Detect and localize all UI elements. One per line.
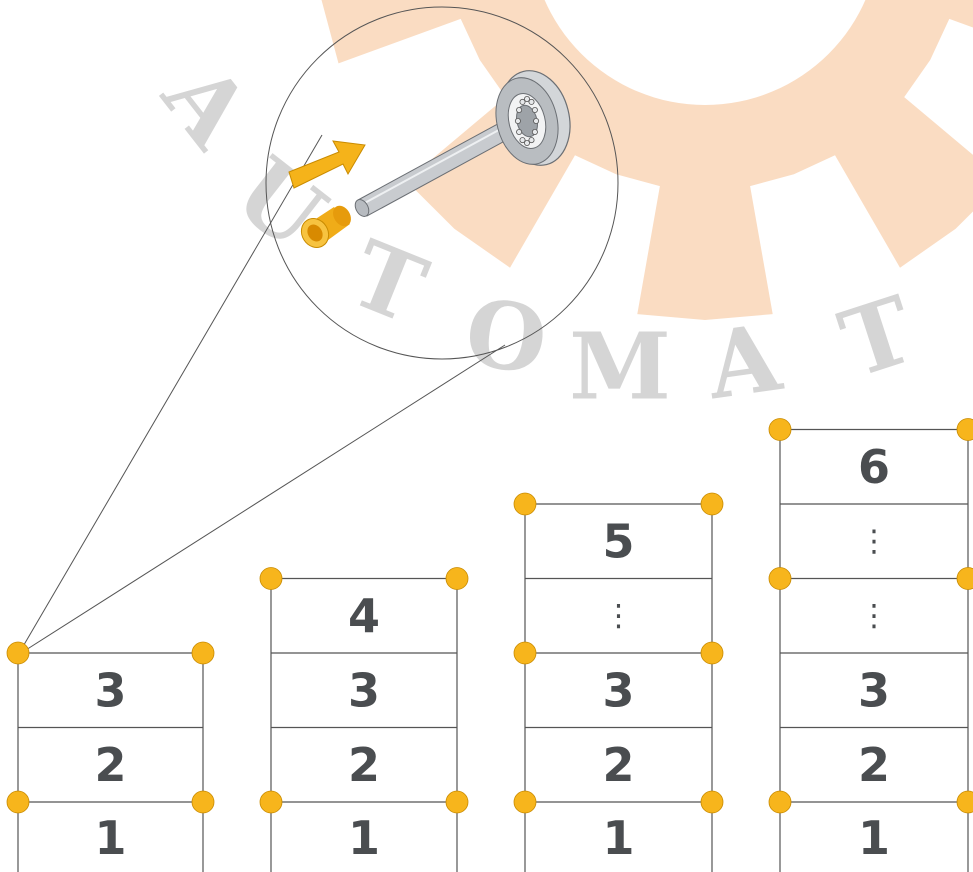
watermark-letter: M bbox=[569, 313, 671, 421]
watermark-letter: O bbox=[459, 278, 553, 396]
ladder-node bbox=[513, 641, 537, 665]
ladder-node bbox=[6, 790, 30, 814]
ladder-cell-label: 3 bbox=[348, 663, 380, 717]
ladder-node bbox=[768, 418, 792, 441]
ladder-column: 4 3 2 1 bbox=[259, 567, 469, 872]
ladder-columns: 3 2 1 4 3 2 1 5 ⋮ 3 2 1 6 ⋮ ⋮ 3 2 1 bbox=[6, 418, 973, 872]
ladder-cell-label: 2 bbox=[348, 738, 380, 792]
zoom-detail bbox=[17, 6, 619, 656]
ladder-cell-label: 2 bbox=[94, 738, 126, 792]
arrow-icon bbox=[288, 140, 366, 189]
gear-watermark-icon bbox=[321, 0, 973, 320]
ladder-node bbox=[768, 567, 792, 590]
ladder-node bbox=[191, 790, 215, 814]
ladder-cell-label: 2 bbox=[858, 738, 890, 792]
ladder-node bbox=[700, 492, 724, 516]
ladder-cell-label: 3 bbox=[94, 663, 126, 717]
ladder-cell-ellipsis: ⋮ bbox=[859, 598, 889, 633]
roller-icon bbox=[495, 70, 571, 166]
ladder-column: 3 2 1 bbox=[6, 641, 215, 872]
ladder-cell-label: 2 bbox=[602, 738, 634, 792]
ladder-node bbox=[700, 641, 724, 665]
zoom-circle bbox=[265, 6, 619, 360]
ladder-node bbox=[6, 641, 30, 665]
watermark-letter: A bbox=[700, 303, 788, 420]
ladder-node bbox=[445, 567, 469, 590]
ladder-cell-label: 1 bbox=[858, 811, 890, 865]
bushing-icon bbox=[300, 205, 351, 248]
zoom-line-lower bbox=[17, 344, 506, 656]
ladder-cell-label: 3 bbox=[858, 663, 890, 717]
ladder-column: 5 ⋮ 3 2 1 bbox=[513, 492, 724, 872]
ladder-node bbox=[956, 790, 973, 814]
ladder-cell-ellipsis: ⋮ bbox=[604, 598, 634, 633]
ladder-cell-label: 4 bbox=[348, 589, 380, 643]
ladder-node bbox=[700, 790, 724, 814]
ladder-node bbox=[513, 790, 537, 814]
watermark-letter: T bbox=[828, 275, 926, 399]
ladder-node bbox=[445, 790, 469, 814]
ladder-node bbox=[956, 567, 973, 590]
ladder-cell-label: 1 bbox=[602, 811, 634, 865]
zoom-line-upper bbox=[17, 134, 323, 656]
ladder-node bbox=[768, 790, 792, 814]
ladder-cell-ellipsis: ⋮ bbox=[859, 524, 889, 559]
ladder-node bbox=[191, 641, 215, 665]
ladder-cell-label: 6 bbox=[858, 440, 890, 494]
ladder-node bbox=[259, 790, 283, 814]
ladder-node bbox=[259, 567, 283, 590]
ladder-cell-label: 1 bbox=[94, 811, 126, 865]
ladder-column: 6 ⋮ ⋮ 3 2 1 bbox=[768, 418, 973, 872]
ladder-cell-label: 3 bbox=[602, 663, 634, 717]
ladder-cell-label: 5 bbox=[602, 514, 634, 568]
ladder-cell-label: 1 bbox=[348, 811, 380, 865]
watermark-letter: A bbox=[141, 43, 272, 168]
ladder-node bbox=[956, 418, 973, 441]
ladder-node bbox=[513, 492, 537, 516]
